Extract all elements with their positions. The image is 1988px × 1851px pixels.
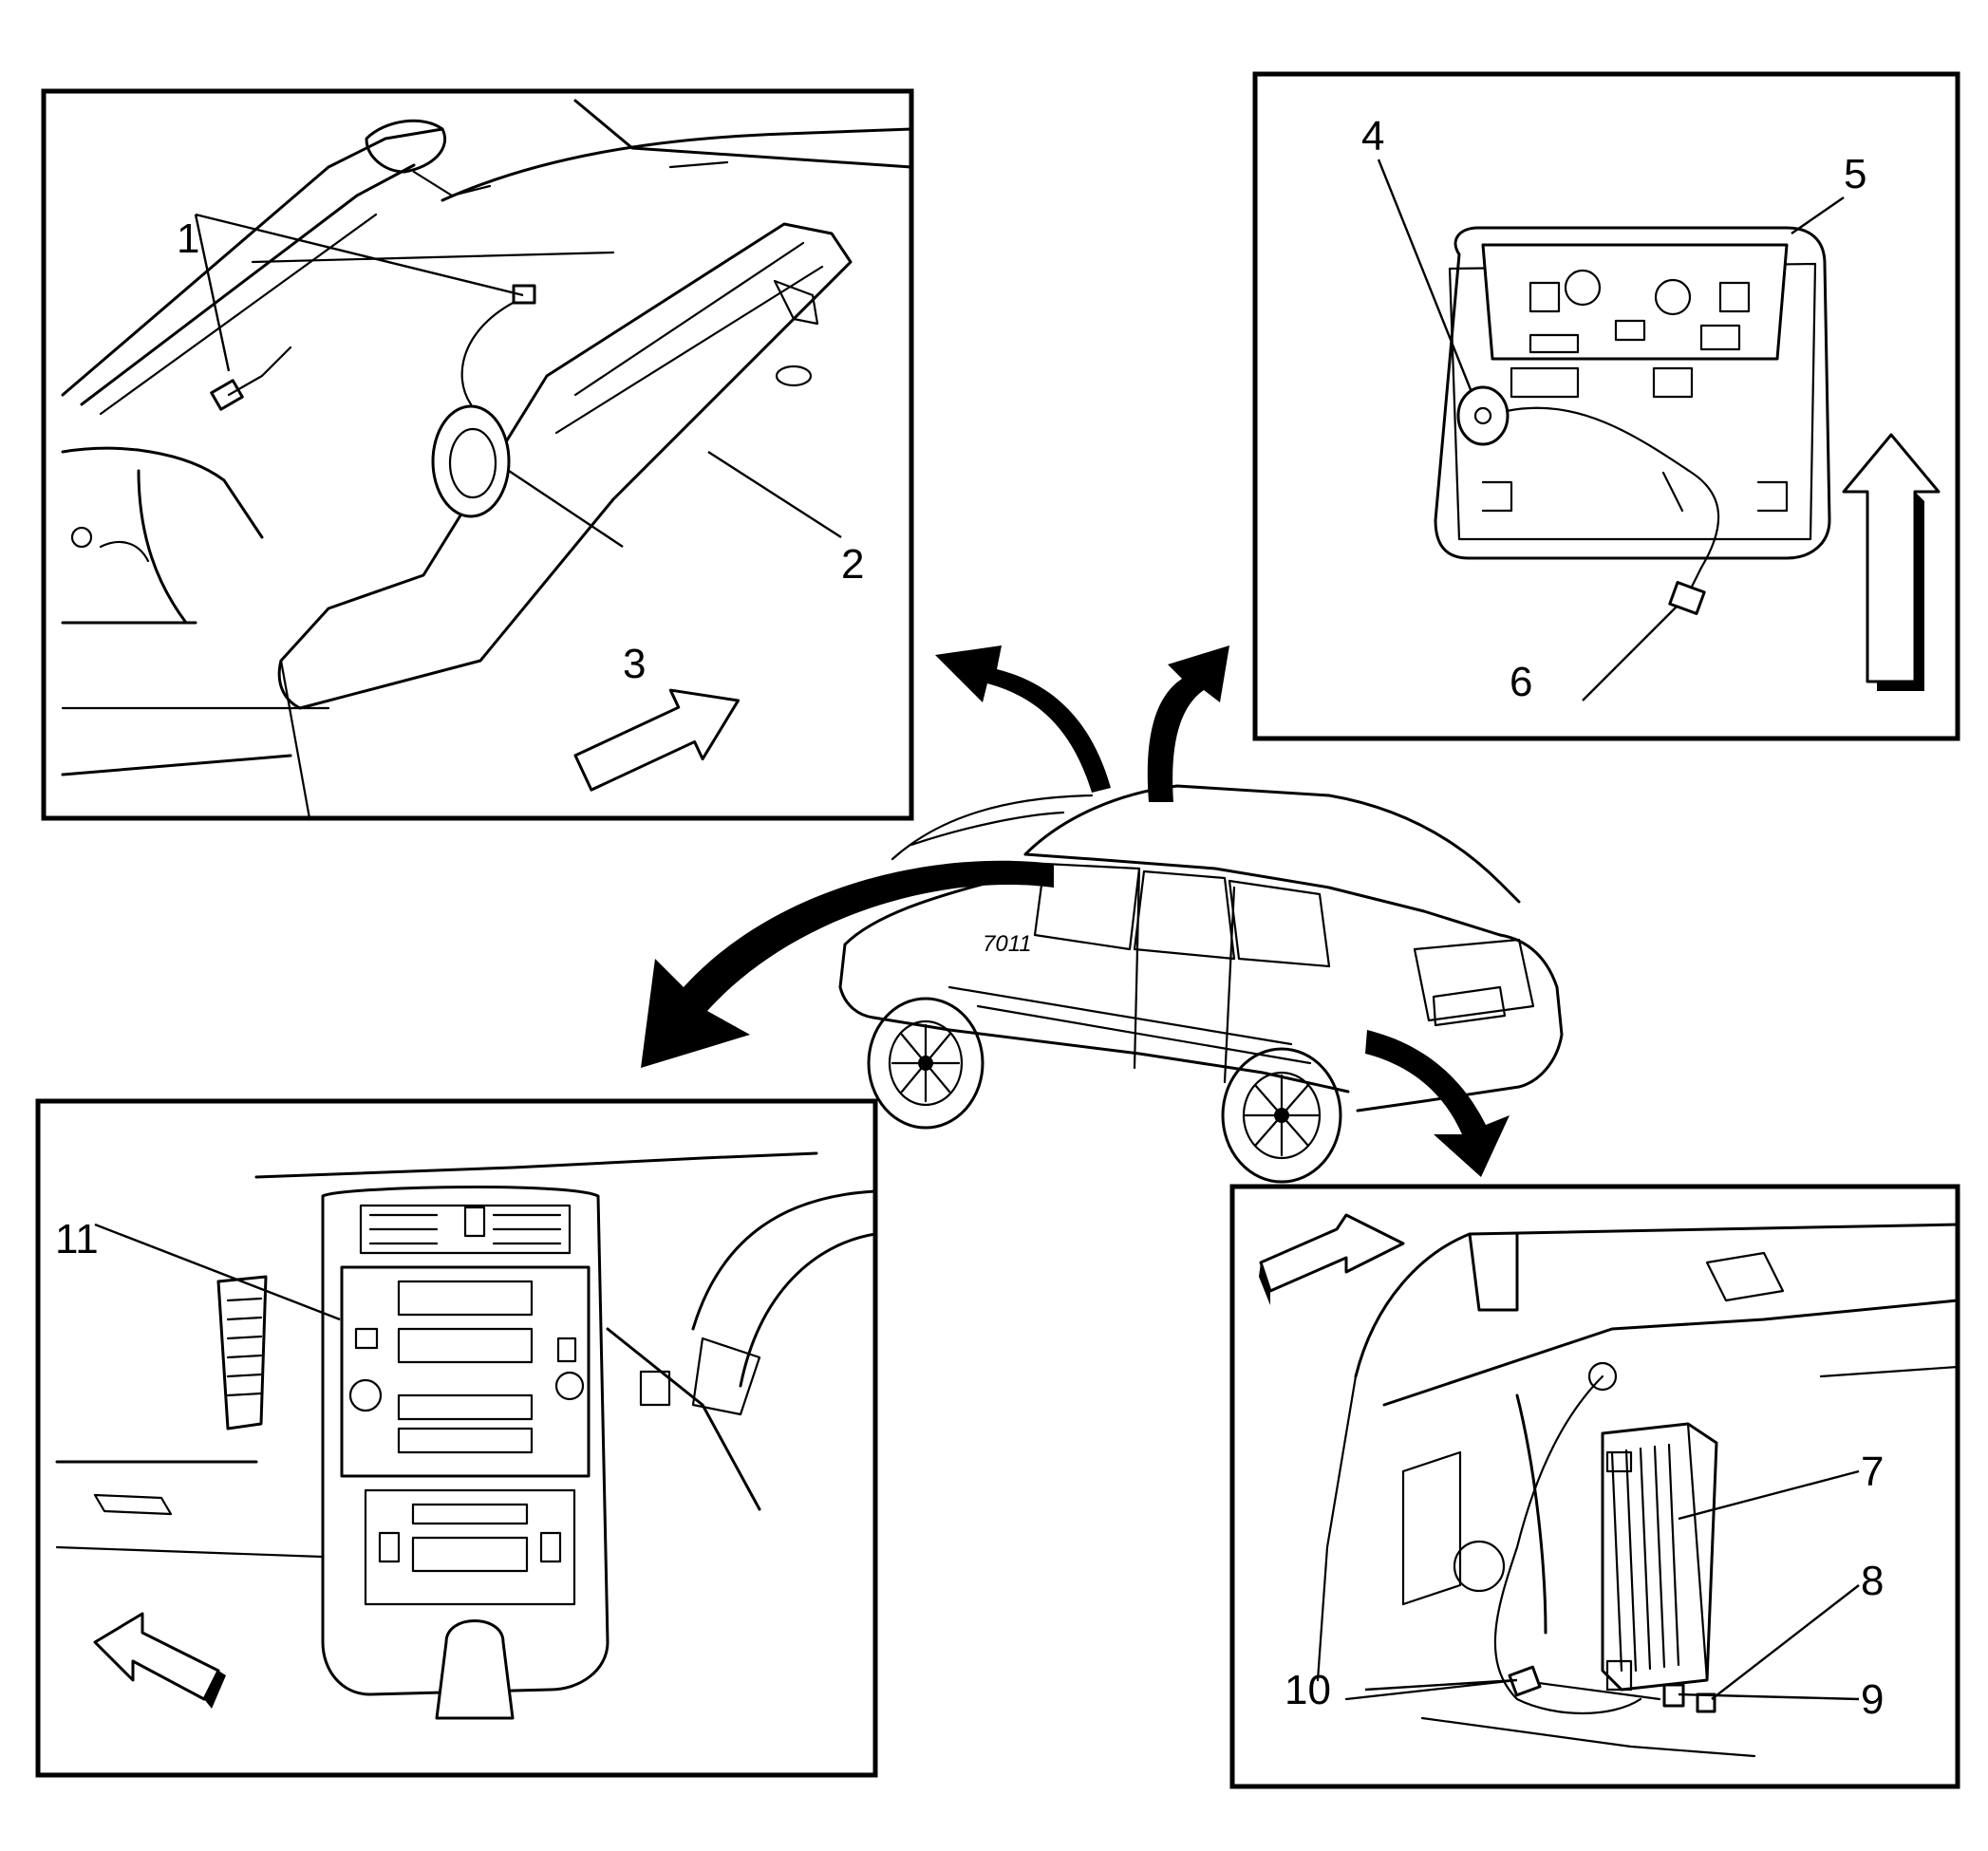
callout-6: 6: [1510, 659, 1532, 705]
vehicle-label: 7011: [983, 931, 1032, 957]
panel-pillar-speakers: 1 2 3: [41, 88, 914, 821]
arrow-outline-icon: [573, 688, 741, 792]
callout-9: 9: [1861, 1676, 1884, 1723]
callout-8: 8: [1861, 1558, 1884, 1604]
callout-4: 4: [1361, 113, 1384, 159]
curved-arrow-icon: [641, 860, 1054, 1068]
panel-center-stack: 11: [35, 1098, 878, 1778]
curved-arrow-icon: [1365, 1030, 1510, 1177]
callout-2: 2: [841, 541, 864, 588]
arrow-outline-icon: [1259, 1213, 1405, 1293]
callout-10: 10: [1285, 1667, 1331, 1713]
curved-arrow-icon: [935, 645, 1111, 793]
callout-1: 1: [177, 215, 199, 262]
location-pointers: [641, 645, 1510, 1177]
callout-5: 5: [1844, 151, 1866, 197]
callout-11: 11: [55, 1216, 99, 1262]
panel-overhead-console: 4 5 6: [1252, 71, 1960, 741]
panel-trunk-amplifier: 7 8 9 10: [1229, 1184, 1960, 1789]
callout-3: 3: [623, 641, 646, 687]
vehicle-illustration: 7011: [838, 784, 1564, 1184]
callout-7: 7: [1861, 1449, 1884, 1495]
curved-arrow-icon: [1147, 645, 1229, 802]
